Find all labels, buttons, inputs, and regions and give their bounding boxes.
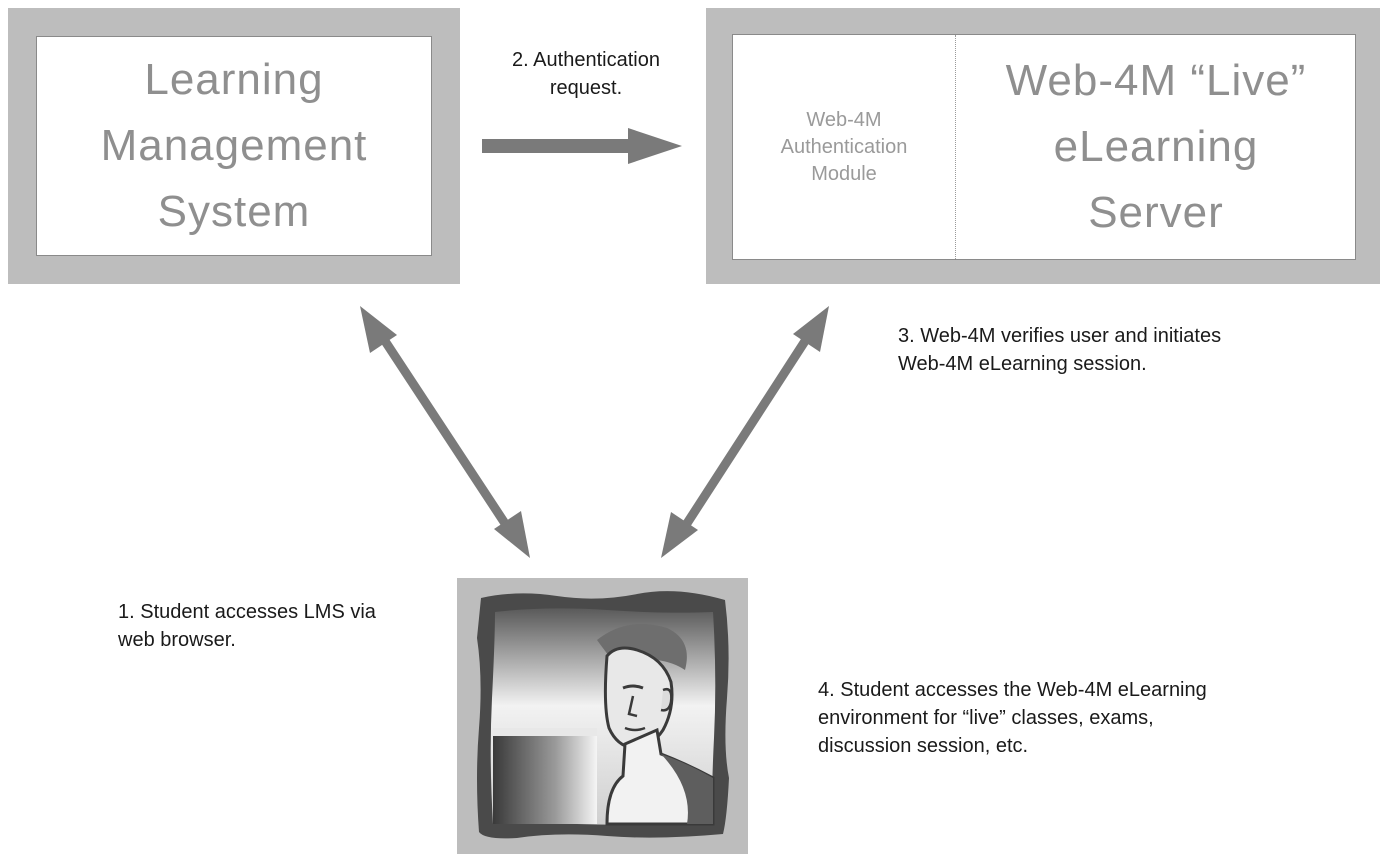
- step-3-note: 3. Web-4M verifies user and initiates We…: [898, 325, 1222, 375]
- lms-student-arrow: [360, 306, 530, 558]
- auth-request-arrow: [482, 128, 682, 164]
- student-illustration-icon: [477, 591, 729, 839]
- server-box: Web-4M Authentication Module Web-4M “Liv…: [732, 34, 1356, 260]
- step-4-note: 4. Student accesses the Web-4M eLearning…: [818, 679, 1207, 757]
- step-1-note: 1. Student accesses LMS via web browser.: [118, 601, 376, 651]
- server-box-frame: Web-4M Authentication Module Web-4M “Liv…: [706, 8, 1380, 284]
- auth-module-label: Web-4M Authentication Module: [733, 35, 956, 259]
- lms-box-frame: Learning Management System: [8, 8, 460, 284]
- server-title: Web-4M “Live” eLearning Server: [1005, 56, 1307, 237]
- lms-box: Learning Management System: [36, 36, 432, 256]
- server-student-arrow: [661, 306, 829, 558]
- step-2-note: 2. Authentication request.: [512, 49, 660, 99]
- lms-title: Learning Management System: [100, 55, 368, 236]
- student-frame: [457, 578, 748, 854]
